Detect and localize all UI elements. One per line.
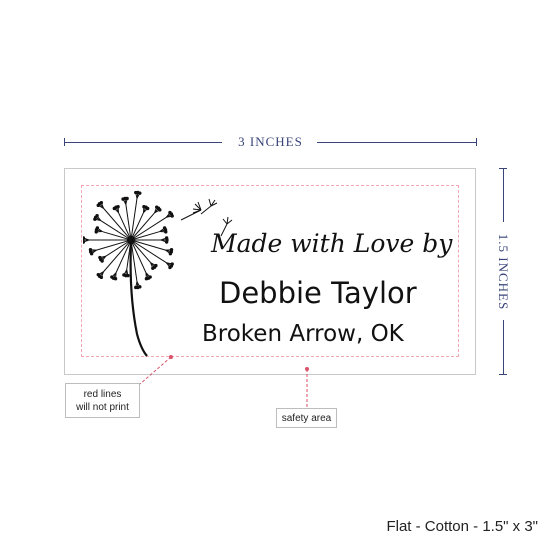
height-dimension-line-bottom: [503, 320, 504, 375]
red-lines-callout: red lines will not print: [65, 383, 140, 418]
height-dimension-cap-bottom: [499, 374, 507, 375]
product-description: Flat - Cotton - 1.5" x 3": [386, 518, 538, 535]
label-line-2: Debbie Taylor: [219, 276, 417, 310]
width-dimension-label: 3 INCHES: [238, 134, 303, 149]
width-dimension-cap-right: [476, 138, 477, 146]
label-preview: Made with Love by Debbie Taylor Broken A…: [64, 168, 476, 375]
width-dimension: 3 INCHES: [64, 134, 477, 149]
label-line-1: Made with Love by: [211, 229, 453, 258]
height-dimension: 1.5 INCHES: [496, 168, 511, 375]
height-dimension-line-top: [503, 168, 504, 222]
width-dimension-line-right: [317, 142, 477, 143]
label-line-3: Broken Arrow, OK: [202, 321, 404, 347]
height-dimension-label: 1.5 INCHES: [496, 233, 511, 311]
red-lines-callout-line-2: will not print: [76, 402, 129, 413]
safety-area-callout: safety area: [276, 408, 337, 428]
safety-area-outline: [81, 185, 459, 357]
red-lines-callout-line-1: red lines: [83, 389, 122, 400]
width-dimension-line-left: [64, 142, 222, 143]
dandelion-icon: [83, 190, 233, 357]
